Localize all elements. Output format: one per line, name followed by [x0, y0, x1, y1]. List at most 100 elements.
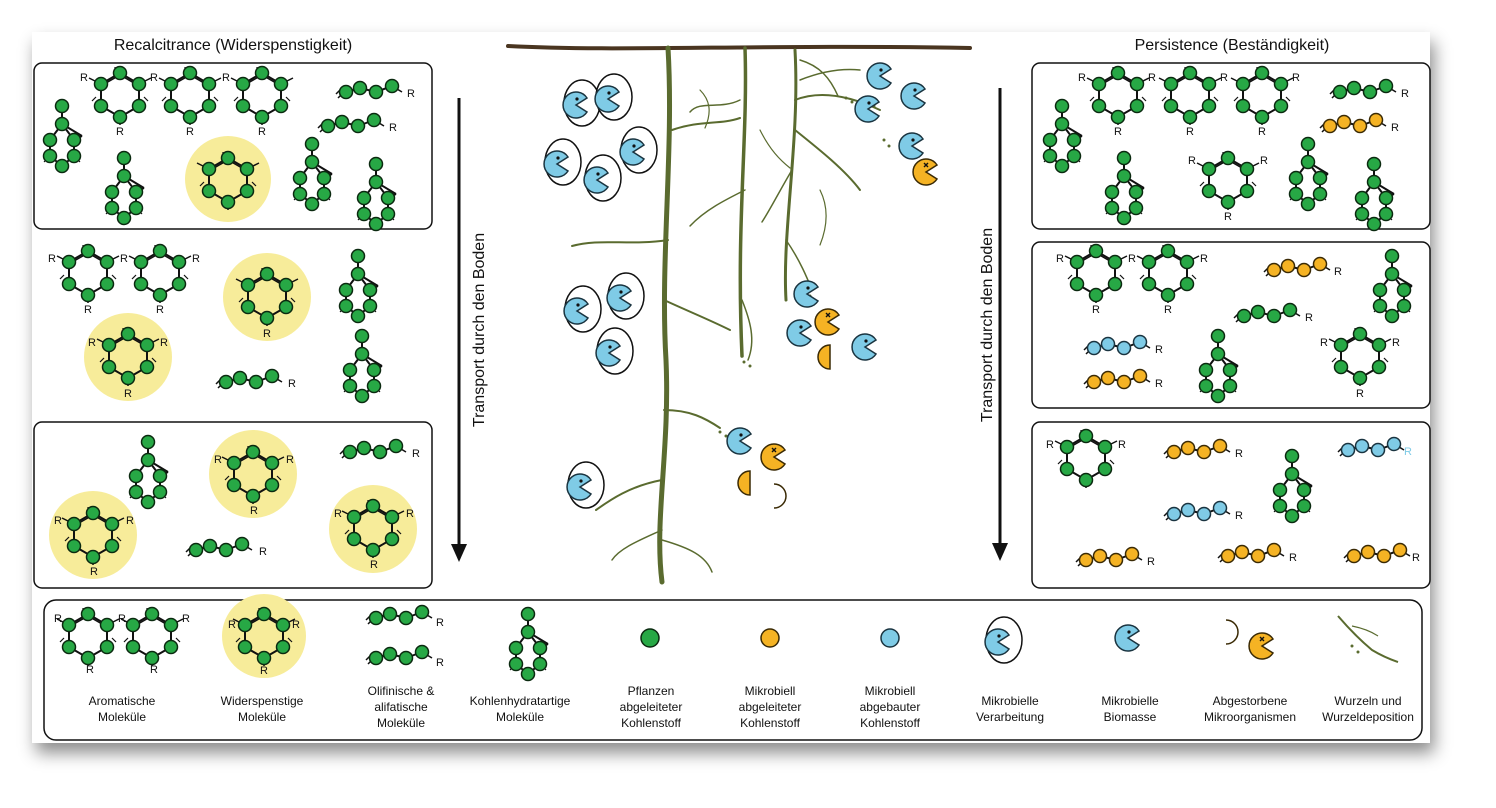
svg-text:R: R [1412, 552, 1420, 564]
svg-text:R: R [1092, 304, 1100, 316]
svg-text:R: R [116, 126, 124, 138]
svg-text:R: R [1147, 556, 1155, 568]
legend-symbols [57, 594, 1399, 681]
recalcitrant-halos [49, 136, 417, 579]
svg-text:R: R [150, 72, 158, 84]
legend-label-microbial_c: abgeleiteter [739, 700, 802, 714]
legend-label-aromatic: Aromatische [89, 694, 156, 708]
right-box-1 [1031, 62, 1431, 230]
legend-label-olefinic: alifatische [374, 700, 428, 714]
svg-text:R: R [407, 88, 415, 100]
svg-text:R: R [1128, 253, 1136, 265]
svg-text:R: R [1392, 337, 1400, 349]
legend-label-roots: Wurzeldeposition [1322, 710, 1414, 724]
svg-text:R: R [1289, 552, 1297, 564]
svg-text:R: R [120, 253, 128, 265]
legend-label-degraded_c: Mikrobiell [865, 684, 916, 698]
left-transport-label: Transport durch den Boden [471, 233, 488, 427]
right-transport-arrow [992, 88, 1008, 561]
legend-label-degraded_c: Kohlenstoff [860, 716, 920, 730]
left-transport-arrow [451, 98, 467, 562]
legend-label-roots: Wurzeln und [1334, 694, 1401, 708]
svg-text:R: R [412, 448, 420, 460]
svg-text:R: R [150, 664, 158, 676]
svg-text:R: R [88, 337, 96, 349]
svg-text:R: R [259, 546, 267, 558]
root-system [506, 44, 972, 585]
svg-text:R: R [1188, 155, 1196, 167]
legend-label-recalcitrant: Widerspenstige [221, 694, 304, 708]
legend-label-carbohydrate: Moleküle [496, 710, 544, 724]
svg-text:R: R [263, 328, 271, 340]
svg-text:R: R [1118, 439, 1126, 451]
legend-label-plant_c: Pflanzen [628, 684, 675, 698]
svg-text:R: R [192, 253, 200, 265]
svg-text:R: R [126, 515, 134, 527]
svg-text:R: R [1235, 510, 1243, 522]
left-box-top [33, 62, 433, 230]
right-molecules [1044, 67, 1413, 567]
svg-text:R: R [182, 613, 190, 625]
legend-label-degraded_c: abgebauter [860, 700, 921, 714]
svg-text:R: R [334, 508, 342, 520]
svg-text:R: R [1235, 448, 1243, 460]
left-box-bottom [33, 421, 433, 589]
svg-text:R: R [214, 454, 222, 466]
svg-text:R: R [1186, 126, 1194, 138]
svg-text:R: R [222, 72, 230, 84]
right-title: Persistence (Beständigkeit) [1135, 37, 1330, 54]
svg-text:R: R [1334, 266, 1342, 278]
svg-text:R: R [48, 253, 56, 265]
svg-text:R: R [1401, 88, 1409, 100]
legend-label-recalcitrant: Moleküle [238, 710, 286, 724]
right-box-2 [1031, 241, 1431, 409]
legend-label-microbial_c: Mikrobiell [745, 684, 796, 698]
svg-text:R: R [1258, 126, 1266, 138]
svg-text:R: R [1114, 126, 1122, 138]
svg-text:R: R [1046, 439, 1054, 451]
legend-label-microbial_c: Kohlenstoff [740, 716, 800, 730]
legend-label-dead: Abgestorbene [1213, 694, 1288, 708]
svg-text:R: R [1320, 337, 1328, 349]
svg-text:R: R [1220, 72, 1228, 84]
svg-text:R: R [118, 613, 126, 625]
svg-text:R: R [1056, 253, 1064, 265]
legend-label-plant_c: Kohlenstoff [621, 716, 681, 730]
svg-text:R: R [1305, 312, 1313, 324]
svg-text:R: R [84, 304, 92, 316]
svg-text:R: R [286, 454, 294, 466]
left-title: Recalcitrance (Widerspenstigkeit) [114, 37, 352, 54]
right-transport-label: Transport durch den Boden [979, 228, 996, 422]
svg-text:R: R [1078, 72, 1086, 84]
svg-text:R: R [186, 126, 194, 138]
svg-text:R: R [406, 508, 414, 520]
svg-text:R: R [1404, 446, 1412, 458]
legend-label-biomass: Mikrobielle [1101, 694, 1159, 708]
svg-text:R: R [90, 566, 98, 578]
legend-label-olefinic: Moleküle [377, 716, 425, 730]
legend-label-olefinic: Olifinische & [368, 684, 435, 698]
svg-text:R: R [124, 388, 132, 400]
svg-text:R: R [370, 559, 378, 571]
svg-text:R: R [86, 664, 94, 676]
legend-label-aromatic: Moleküle [98, 710, 146, 724]
svg-text:R: R [1164, 304, 1172, 316]
svg-text:R: R [288, 378, 296, 390]
svg-text:R: R [1292, 72, 1300, 84]
svg-text:R: R [389, 122, 397, 134]
svg-text:R: R [54, 515, 62, 527]
svg-text:R: R [1391, 122, 1399, 134]
legend-label-biomass: Biomasse [1104, 710, 1157, 724]
svg-text:R: R [1148, 72, 1156, 84]
svg-text:R: R [1260, 155, 1268, 167]
legend-label-plant_c: abgeleiteter [620, 700, 683, 714]
legend-label-dead: Mikroorganismen [1204, 710, 1296, 724]
legend-label-processing: Mikrobielle [981, 694, 1039, 708]
legend-box [43, 599, 1423, 741]
svg-text:R: R [160, 337, 168, 349]
svg-text:R: R [1155, 344, 1163, 356]
